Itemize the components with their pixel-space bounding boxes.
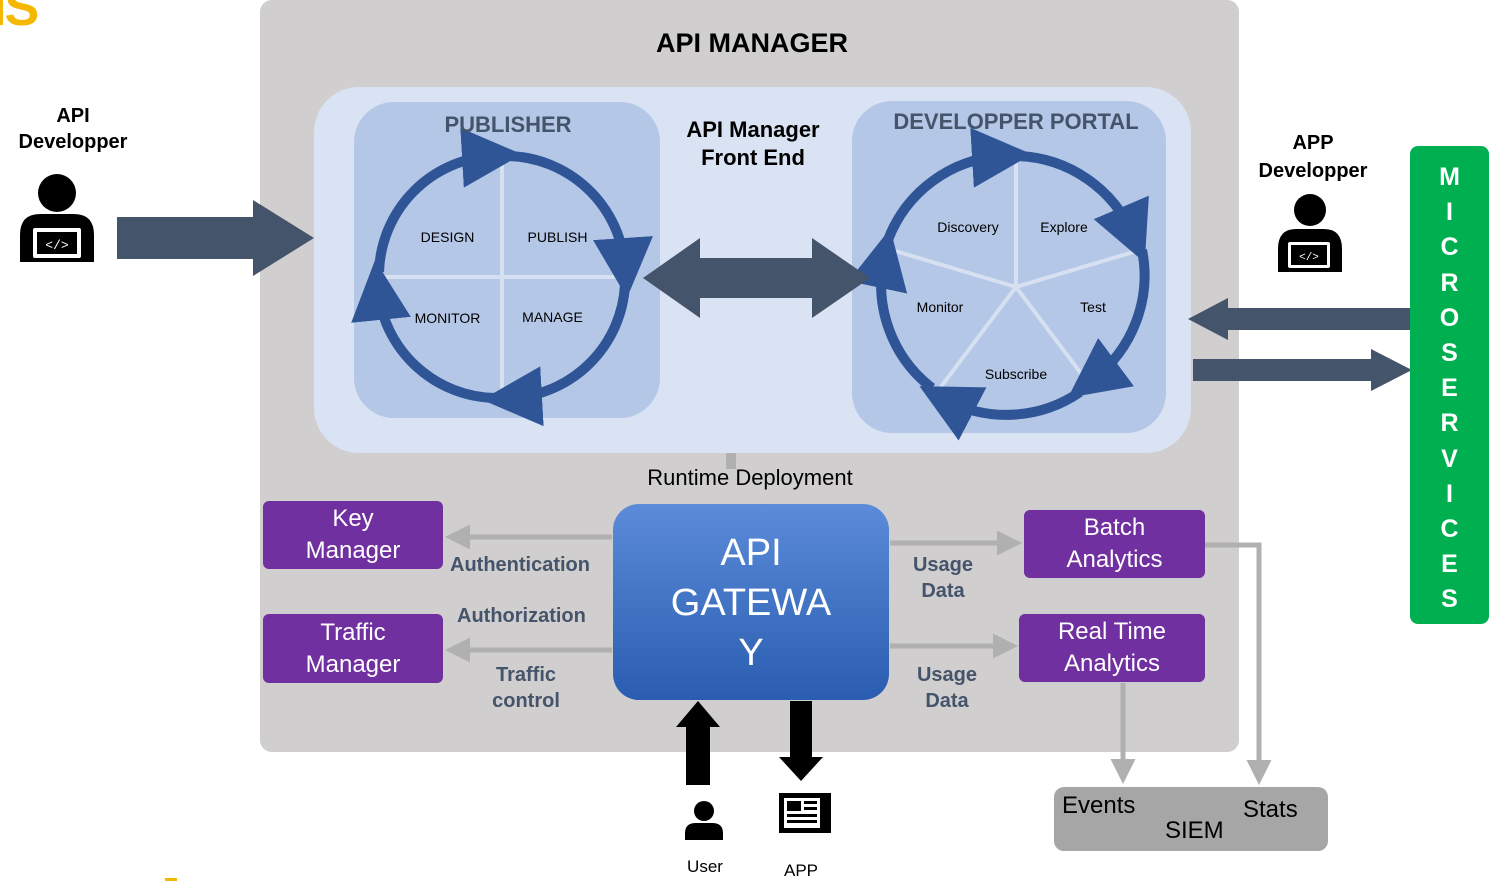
frontend-double-arrow bbox=[643, 238, 870, 318]
publisher-box bbox=[354, 102, 660, 418]
user-label: User bbox=[687, 857, 723, 876]
page-title: API MANAGER bbox=[655, 28, 848, 58]
siem-events-label: Events bbox=[1062, 792, 1136, 819]
api-gateway-label: API GATEWA Y bbox=[670, 532, 832, 674]
app-developer-icon: </> bbox=[1278, 194, 1342, 272]
microservices-letter: I bbox=[1446, 198, 1453, 227]
microservices-out-arrow bbox=[1193, 349, 1412, 391]
app-newspaper-icon bbox=[779, 793, 831, 833]
microservices-letter: O bbox=[1439, 303, 1460, 332]
microservices-in-arrow bbox=[1188, 298, 1412, 340]
segment-discovery: Discovery bbox=[937, 219, 999, 235]
quadrant-monitor: MONITOR bbox=[414, 310, 481, 326]
publisher-cycle bbox=[351, 127, 653, 427]
publisher-title: PUBLISHER bbox=[444, 112, 572, 137]
svg-text:</>: </> bbox=[1299, 252, 1319, 264]
user-up-arrow bbox=[676, 701, 720, 785]
microservices-letter: C bbox=[1440, 233, 1459, 262]
api-gateway-box bbox=[613, 504, 889, 700]
microservices-letter: R bbox=[1440, 268, 1459, 297]
corner-logo-text: IS bbox=[0, 0, 39, 37]
segment-explore: Explore bbox=[1040, 219, 1088, 235]
portal-cycle bbox=[848, 127, 1150, 441]
app-down-arrow bbox=[779, 701, 823, 781]
segment-test: Test bbox=[1080, 299, 1106, 315]
siem-stats-label: Stats bbox=[1243, 796, 1298, 823]
microservices-letter: S bbox=[1441, 339, 1458, 368]
developer-portal-title: DEVELOPPER PORTAL bbox=[893, 109, 1139, 134]
quadrant-manage: MANAGE bbox=[522, 309, 583, 325]
segment-subscribe: Subscribe bbox=[984, 366, 1048, 382]
runtime-connector bbox=[726, 453, 736, 469]
api-developer-label: API Developper bbox=[18, 105, 128, 153]
runtime-deployment-label: Runtime Deployment bbox=[647, 465, 853, 490]
app-label: APP bbox=[783, 861, 819, 880]
microservices-letter: E bbox=[1441, 550, 1458, 579]
quadrant-design: DESIGN bbox=[420, 229, 475, 245]
user-icon bbox=[685, 801, 723, 840]
authentication-label: Authentication bbox=[450, 554, 590, 576]
decorative-dash bbox=[165, 878, 177, 881]
microservices-letter: E bbox=[1441, 374, 1458, 403]
microservices-letter: S bbox=[1441, 585, 1458, 614]
api-developer-arrow bbox=[117, 200, 314, 276]
microservices-letter: M bbox=[1439, 163, 1460, 191]
front-end-label: API Manager Front End bbox=[686, 117, 820, 170]
authorization-label: Authorization bbox=[457, 605, 586, 627]
microservices-bar bbox=[1410, 146, 1489, 624]
siem-label: SIEM bbox=[1165, 817, 1224, 844]
developer-portal-box bbox=[852, 101, 1166, 433]
microservices-letter: V bbox=[1441, 444, 1458, 473]
microservices-letter: R bbox=[1440, 409, 1459, 438]
microservices-letter: C bbox=[1440, 515, 1459, 544]
quadrant-publish: PUBLISH bbox=[527, 229, 588, 245]
gateway-connectors bbox=[445, 524, 1272, 785]
siem-box bbox=[1054, 787, 1328, 851]
microservices-letter: I bbox=[1446, 479, 1453, 508]
segment-monitor: Monitor bbox=[916, 299, 964, 315]
svg-text:</>: </> bbox=[45, 238, 69, 253]
app-developer-label: APP Developper bbox=[1258, 132, 1368, 182]
api-developer-icon: </> bbox=[20, 174, 94, 262]
